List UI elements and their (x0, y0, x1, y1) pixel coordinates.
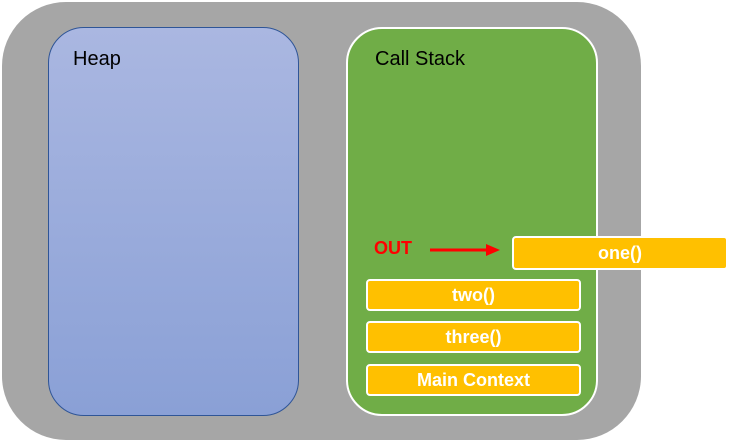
out-label: OUT (374, 238, 412, 258)
out-arrow-icon (430, 244, 500, 256)
stack-frame-main-context: Main Context (366, 364, 581, 396)
heap-label: Heap (73, 48, 121, 70)
stack-frame-two: two() (366, 279, 581, 311)
heap-box: Heap (48, 27, 299, 416)
stack-frame-three: three() (366, 321, 581, 353)
stack-frame-popped: one() (512, 236, 728, 270)
call-stack-label: Call Stack (375, 48, 466, 70)
call-stack-box: Call Stack (346, 27, 598, 416)
